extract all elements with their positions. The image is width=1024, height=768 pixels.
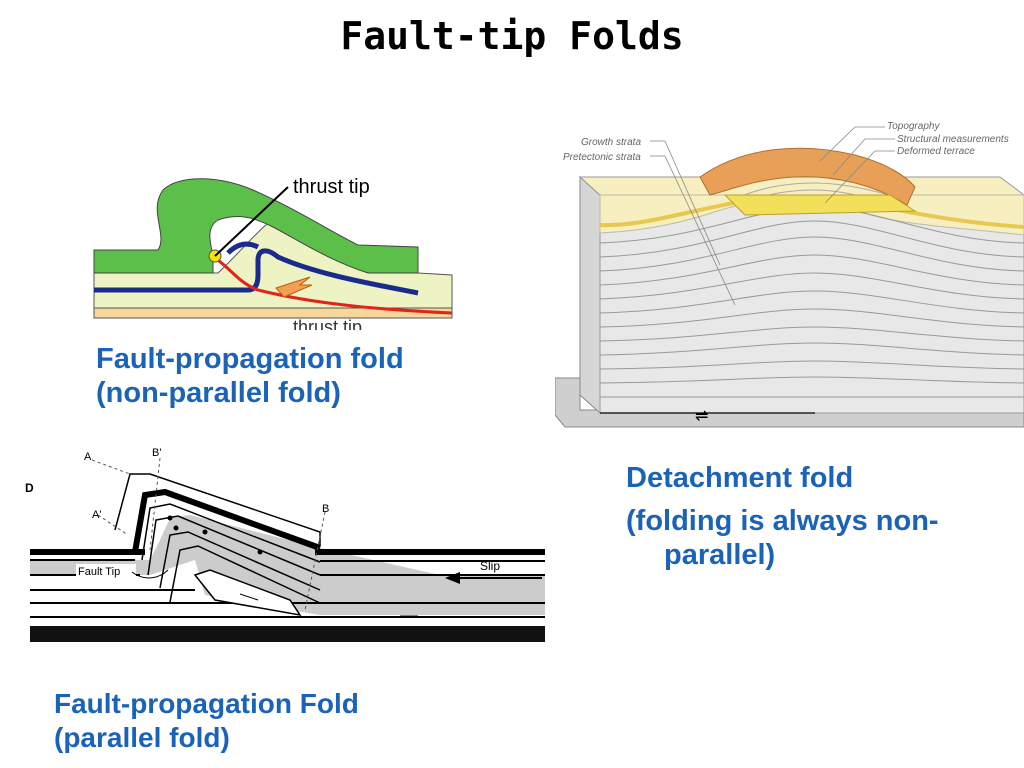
caption-line: (non-parallel fold): [96, 377, 341, 409]
slip-arrow-icon: ⇌: [695, 408, 708, 425]
caption-line: Fault-propagation fold: [96, 343, 404, 375]
caption-line: parallel): [664, 539, 776, 571]
thrust-tip-label: thrust tip: [293, 176, 370, 198]
point-Bprime-label: B': [152, 447, 161, 459]
point-B-label: B: [322, 503, 329, 515]
deformed-terrace-label: Deformed terrace: [897, 146, 975, 157]
caption-fault-propagation-nonparallel: Fault-propagation fold (non-parallel fol…: [96, 342, 404, 410]
pretectonic-strata-label: Pretectonic strata: [563, 152, 641, 163]
topography-label: Topography: [887, 121, 940, 132]
caption-line: Fault-propagation Fold: [54, 688, 359, 719]
slide-title: Fault-tip Folds: [340, 14, 684, 58]
point-A-label: A: [84, 451, 92, 463]
growth-strata-label: Growth strata: [581, 137, 641, 148]
parallel-fault-propagation-fold-diagram: D: [20, 440, 545, 650]
fault-tip-label: Fault Tip: [78, 566, 120, 578]
fault-propagation-fold-diagram: thrust tip thrust tip: [88, 165, 458, 330]
caption-fault-propagation-parallel: Fault-propagation Fold (parallel fold): [54, 687, 359, 755]
structural-measurements-label: Structural measurements: [897, 134, 1009, 145]
caption-line: Detachment fold: [626, 462, 854, 494]
cutoff-label: thrust tip: [293, 317, 362, 330]
caption-line: (parallel fold): [54, 722, 230, 753]
panel-label: D: [25, 481, 34, 495]
caption-detachment-fold: Detachment fold (folding is always non- …: [626, 452, 939, 572]
point-Aprime-label: A': [92, 509, 101, 521]
slip-label: Slip: [480, 559, 500, 573]
caption-line: (folding is always non-: [626, 505, 939, 537]
detachment-fold-diagram: ⇌ Growth strata Pretectonic strata Topog…: [555, 115, 1024, 433]
